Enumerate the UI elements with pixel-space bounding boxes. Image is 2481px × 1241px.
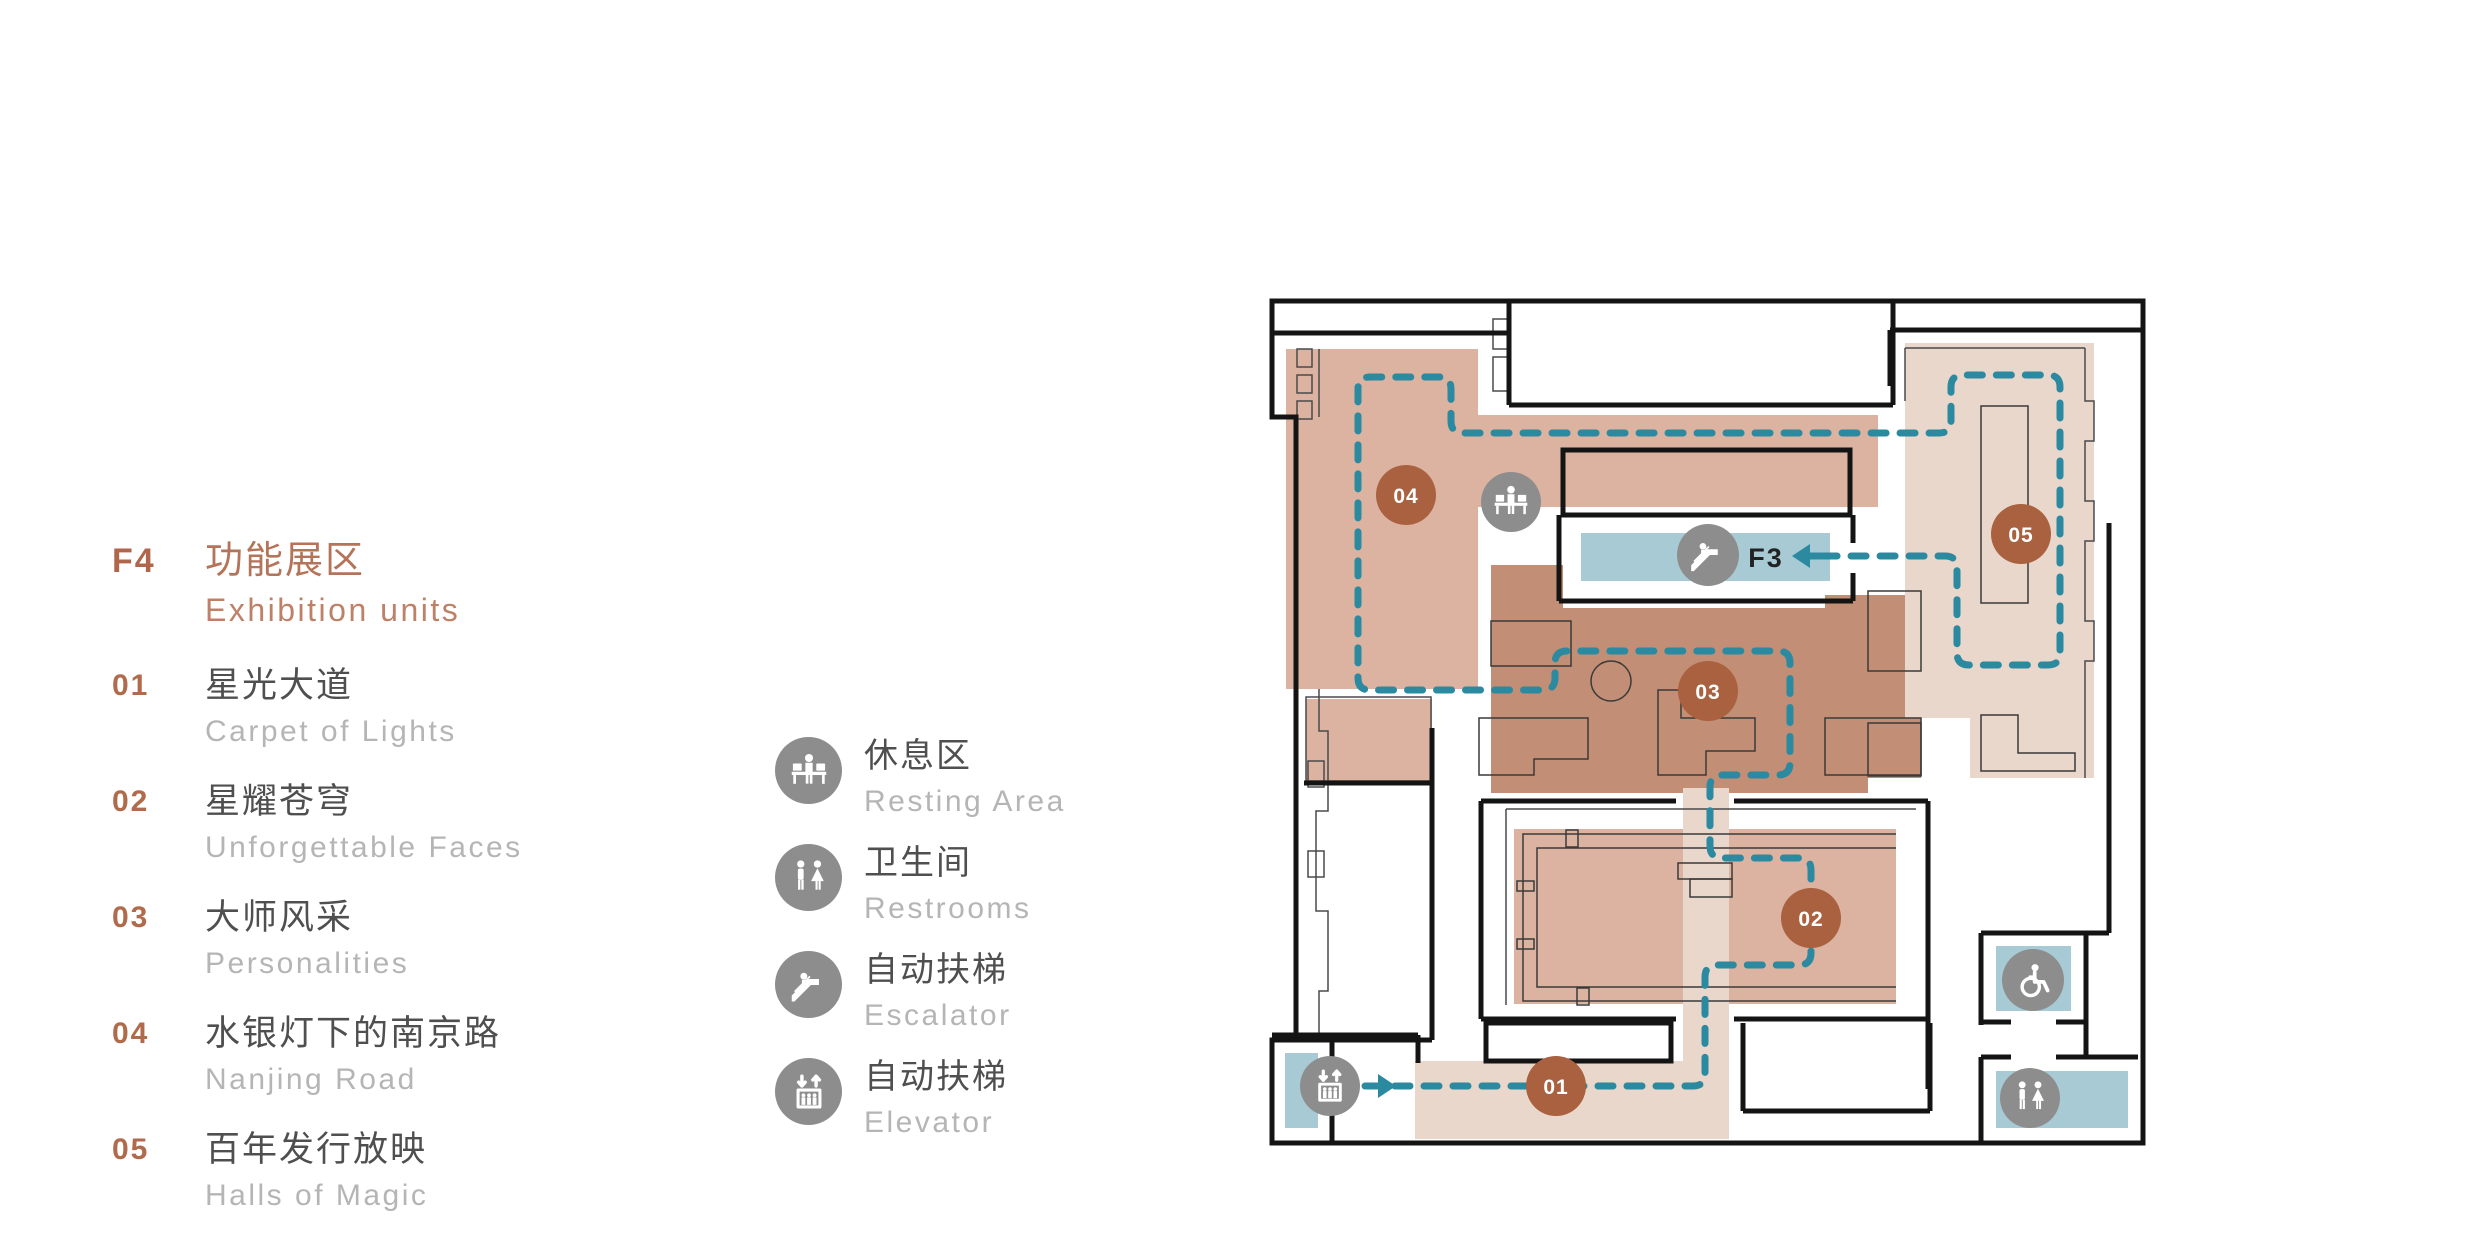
floor-code: F4 — [112, 542, 156, 580]
exhibit-legend-item: 01 星光大道 Carpet of Lights — [112, 664, 712, 750]
exhibit-name-cn: 大师风采 — [205, 898, 354, 937]
exhibit-name-en: Carpet of Lights — [205, 715, 457, 748]
route-marker-02[interactable] — [1781, 888, 1841, 948]
exhibit-name-cn: 百年发行放映 — [205, 1130, 428, 1169]
exhibit-name-cn: 水银灯下的南京路 — [205, 1014, 502, 1053]
facility-legend-item: 自动扶梯 Escalator — [775, 951, 1066, 1032]
zone-05 — [1905, 343, 2094, 778]
facility-legend-rows: 休息区 Resting Area 卫生间 Restrooms — [775, 737, 1066, 1139]
route-marker-label: 01 — [1543, 1076, 1568, 1099]
bench-icon — [775, 737, 842, 804]
restroom-walls — [1925, 925, 2138, 1143]
escalator-icon — [775, 951, 842, 1018]
facility-name-cn: 自动扶梯 — [864, 1059, 1008, 1096]
route-marker-03[interactable] — [1678, 661, 1738, 721]
route-marker-label: 03 — [1695, 681, 1720, 704]
facility-name-en: Resting Area — [864, 785, 1066, 818]
exhibit-name-en: Unforgettable Faces — [205, 831, 523, 864]
exhibit-legend-item: 04 水银灯下的南京路 Nanjing Road — [112, 1012, 712, 1098]
exhibit-legend: F4 功能展区 Exhibition units 01 星光大道 Carpet … — [112, 536, 712, 1241]
f3-level-label: F3 — [1748, 543, 1784, 573]
walls — [1269, 298, 2146, 1146]
room-02-walls — [1478, 798, 1931, 1022]
facility-legend-item: 休息区 Resting Area — [775, 737, 1066, 818]
facility-legend: 休息区 Resting Area 卫生间 Restrooms — [775, 737, 1066, 1165]
visitor-route — [1354, 371, 2064, 1098]
route-marker-05[interactable] — [1991, 504, 2051, 564]
exhibit-number: 03 — [112, 901, 150, 934]
exhibit-legend-item: 05 百年发行放映 Halls of Magic — [112, 1128, 712, 1214]
elevator-icon — [775, 1058, 842, 1125]
exhibit-number: 02 — [112, 785, 150, 818]
route-marker-label: 05 — [2008, 524, 2033, 547]
exhibit-name-cn: 星耀苍穹 — [205, 782, 354, 821]
facility-name-cn: 卫生间 — [864, 845, 972, 882]
route-end-arrow — [1792, 544, 1810, 568]
route-path — [1354, 371, 2064, 1090]
exhibition-zones — [1286, 343, 2094, 1139]
facility-name-en: Escalator — [864, 999, 1012, 1032]
facility-name-cn: 休息区 — [864, 738, 972, 775]
exhibit-legend-item: 03 大师风采 Personalities — [112, 896, 712, 982]
zone-04 — [1286, 349, 1478, 689]
floor-header: F4 功能展区 Exhibition units — [112, 536, 712, 628]
wc-icon — [775, 844, 842, 911]
exhibit-legend-item: 02 星耀苍穹 Unforgettable Faces — [112, 780, 712, 866]
route-marker-01[interactable] — [1526, 1056, 1586, 1116]
facility-legend-item: 卫生间 Restrooms — [775, 844, 1066, 925]
exhibit-name-en: Halls of Magic — [205, 1179, 429, 1212]
exhibit-name-en: Personalities — [205, 947, 410, 980]
zone-04-room — [1306, 699, 1432, 783]
facility-legend-item: 自动扶梯 Elevator — [775, 1058, 1066, 1139]
floor-title-en: Exhibition units — [205, 592, 461, 628]
exhibit-circle-03 — [1590, 660, 1632, 702]
map-wc-icon — [2000, 1068, 2060, 1128]
map-route-markers: 01 02 03 04 05 — [1376, 465, 2051, 1116]
facility-name-cn: 自动扶梯 — [864, 952, 1008, 989]
map-elevator-icon — [1300, 1056, 1360, 1116]
exhibit-number: 05 — [112, 1133, 150, 1166]
exhibit-number: 01 — [112, 669, 150, 702]
exhibit-case-05 — [1980, 405, 2029, 604]
route-arrows — [1361, 544, 1824, 1098]
floor-plan-svg: F3 01 02 03 04 05 — [1269, 298, 2146, 1146]
facility-name-en: Restrooms — [864, 892, 1032, 925]
exhibit-name-en: Nanjing Road — [205, 1063, 417, 1096]
facility-name-en: Elevator — [864, 1106, 995, 1139]
exhibit-name-cn: 星光大道 — [205, 666, 354, 705]
route-start-arrow — [1378, 1074, 1396, 1098]
map-facility-icons — [1300, 472, 2064, 1128]
exhibit-number: 04 — [112, 1017, 150, 1050]
floor-title-cn: 功能展区 — [205, 540, 366, 582]
exhibit-legend-rows: 01 星光大道 Carpet of Lights 02 星耀苍穹 Unforge… — [112, 664, 712, 1214]
route-marker-04[interactable] — [1376, 465, 1436, 525]
route-marker-label: 02 — [1798, 908, 1823, 931]
floor-plan-map: F3 01 02 03 04 05 — [1266, 291, 2156, 1159]
route-marker-label: 04 — [1393, 485, 1418, 508]
